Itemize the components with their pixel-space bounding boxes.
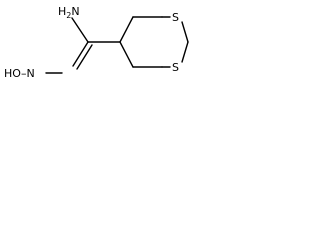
ring-bond-1: [119, 16, 134, 43]
molecule-structure: H2N HO–N S S: [4, 5, 189, 80]
sulfur-bottom-label: S: [172, 61, 179, 74]
bond-c-n-double-1: [72, 41, 89, 67]
amine-label: H2N: [58, 5, 80, 20]
sulfur-top-label: S: [172, 11, 179, 24]
ring-bond-5: [181, 41, 189, 63]
ring-bond-4: [181, 21, 189, 43]
ring-bond-8: [119, 41, 134, 68]
bond-c-nh2: [71, 17, 89, 43]
bond-c-n-double-2: [76, 44, 93, 70]
hydroxyimino-label: HO–N: [4, 67, 35, 80]
